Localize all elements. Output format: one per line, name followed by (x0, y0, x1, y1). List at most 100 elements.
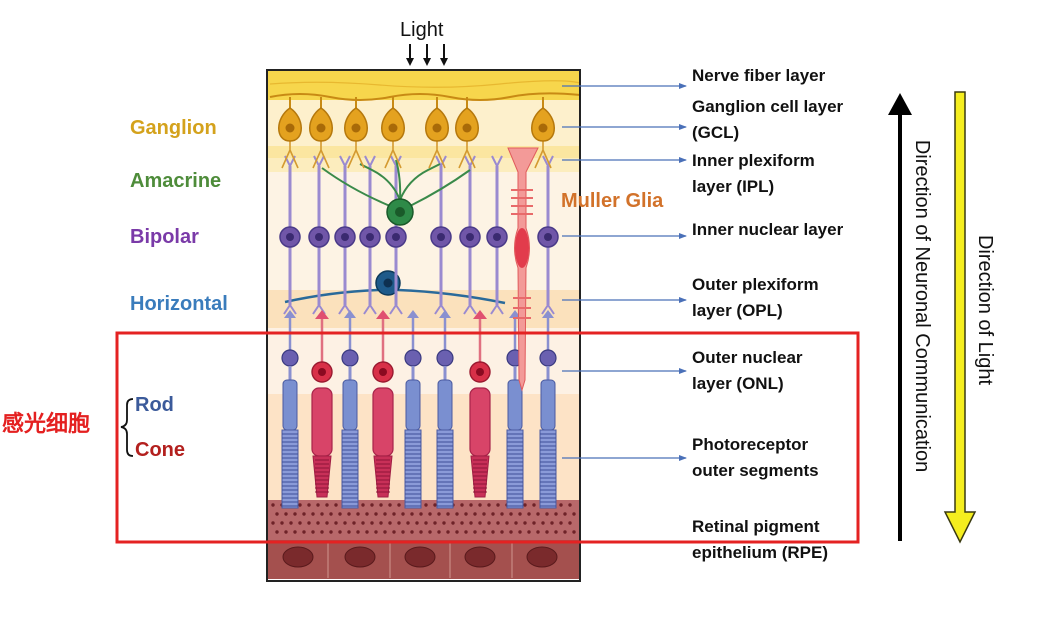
ganglion-cell (425, 97, 449, 169)
ganglion-cell-nucleus (388, 123, 398, 133)
rpe-pigment-granule (383, 530, 387, 534)
label-line: Inner nuclear layer (692, 220, 844, 239)
cone-inner-segment (372, 387, 394, 457)
bipolar-cell-nucleus (341, 233, 349, 241)
rpe-pigment-granule (320, 512, 324, 516)
ganglion-cell-nucleus (285, 123, 295, 133)
rpe-pigment-granule (509, 512, 513, 516)
bipolar-cell-nucleus (315, 233, 323, 241)
light-direction-label: Direction of Light (974, 234, 996, 386)
rpe-pigment-granule (271, 503, 275, 507)
label-line: Retinal pigment (692, 517, 820, 536)
cone-cell (311, 310, 333, 498)
rpe-pigment-granule (455, 530, 459, 534)
rpe-pigment-granule (491, 512, 495, 516)
bipolar-axon-terminal (390, 155, 402, 169)
rpe-pigment-granule (311, 530, 315, 534)
rpe-pigment-granule (401, 530, 405, 534)
rpe-pigment-granule (320, 530, 324, 534)
rod-cell (341, 310, 359, 509)
rpe-pigment-granule (469, 521, 473, 525)
horizontal-label: Horizontal (130, 293, 228, 315)
amacrine-process (321, 167, 391, 207)
rpe-nucleus (344, 546, 376, 568)
rpe-pigment-granule (316, 503, 320, 507)
bipolar-cell-nucleus (493, 233, 501, 241)
label-line: layer (ONL) (692, 374, 784, 393)
rpe-cells (271, 503, 576, 578)
rpe-pigment-granule (523, 521, 527, 525)
muller-glia-body (507, 147, 539, 392)
rpe-pigment-granule (325, 503, 329, 507)
bipolar-axon-terminal (313, 155, 325, 169)
rpe-pigment-granule (559, 503, 563, 507)
rpe-pigment-granule (325, 521, 329, 525)
inner-plexiform-band-1 (268, 146, 579, 158)
rpe-pigment-granule (415, 521, 419, 525)
bipolar-cell (359, 155, 381, 315)
amacrine-process (395, 159, 402, 201)
rpe-pigment-granule (406, 521, 410, 525)
horizontal-process (397, 288, 506, 305)
rpe-pigment-granule (451, 521, 455, 525)
bipolar-dendrite (463, 303, 477, 315)
rod-synaptic-terminal (284, 310, 296, 318)
rod-inner-segment (342, 379, 358, 431)
rpe-pigment-granule (392, 530, 396, 534)
rpe-pigment-granule (563, 512, 567, 516)
rpe-pigment-granule (343, 521, 347, 525)
light-label: Light (400, 19, 444, 41)
ganglion-cell (455, 97, 479, 169)
rpe-pigment-granule (446, 530, 450, 534)
rpe-pigment-granule (496, 521, 500, 525)
rpe-pigment-granule (500, 512, 504, 516)
rpe-pigment-granule (545, 512, 549, 516)
bipolar-cell-nucleus (366, 233, 374, 241)
rpe-pigment-granule (397, 503, 401, 507)
rpe-pigment-granule (541, 521, 545, 525)
rod-synaptic-terminal (439, 310, 451, 318)
cone-synaptic-terminal (315, 310, 329, 319)
bipolar-cell (459, 155, 481, 315)
rpe-pigment-granule (572, 530, 576, 534)
rpe-pigment-granule (388, 521, 392, 525)
rpe-pigment-granule (460, 503, 464, 507)
rod-inner-segment (437, 379, 453, 431)
rpe-pigment-granule (374, 530, 378, 534)
rpe-pigment-granule (424, 521, 428, 525)
rpe-pigment-granule (298, 503, 302, 507)
rpe-pigment-granule (383, 512, 387, 516)
rpe-pigment-granule (419, 512, 423, 516)
rpe-pigment-granule (329, 512, 333, 516)
bipolar-dendrite (312, 303, 326, 315)
rpe-pigment-granule (460, 521, 464, 525)
rpe-pigment-granule (352, 521, 356, 525)
rpe-pigment-granule (532, 521, 536, 525)
nerve-fiber (269, 80, 579, 88)
rpe-pigment-granule (478, 521, 482, 525)
label-line: Inner plexiform (692, 151, 815, 170)
rpe-pigment-granule (536, 512, 540, 516)
rpe-pigment-granule (487, 521, 491, 525)
rpe-pigment-granule (397, 521, 401, 525)
ganglion-cell-nucleus (351, 123, 361, 133)
rod-label: Rod (135, 394, 174, 416)
rpe-pigment-granule (482, 530, 486, 534)
rod-nucleus (404, 349, 422, 367)
rpe-pigment-granule (491, 530, 495, 534)
photoreceptor-group-label: 感光细胞 (2, 412, 91, 437)
rpe-pigment-granule (559, 521, 563, 525)
label-line: layer (OPL) (692, 301, 783, 320)
rpe-pigment-granule (419, 530, 423, 534)
rpe-pigment-granule (365, 512, 369, 516)
bipolar-axon-terminal (464, 155, 476, 169)
neuronal-arrow-head (888, 93, 912, 115)
bipolar-cell (537, 155, 559, 315)
label-line: outer segments (692, 461, 819, 480)
label-line: (GCL) (692, 123, 740, 142)
rpe-pigment-granule (554, 530, 558, 534)
label-line: Nerve fiber layer (692, 66, 826, 85)
retinal-pigment-epithelium-label: Retinal pigment epithelium (RPE) (692, 514, 828, 566)
rpe-pigment-granule (496, 503, 500, 507)
